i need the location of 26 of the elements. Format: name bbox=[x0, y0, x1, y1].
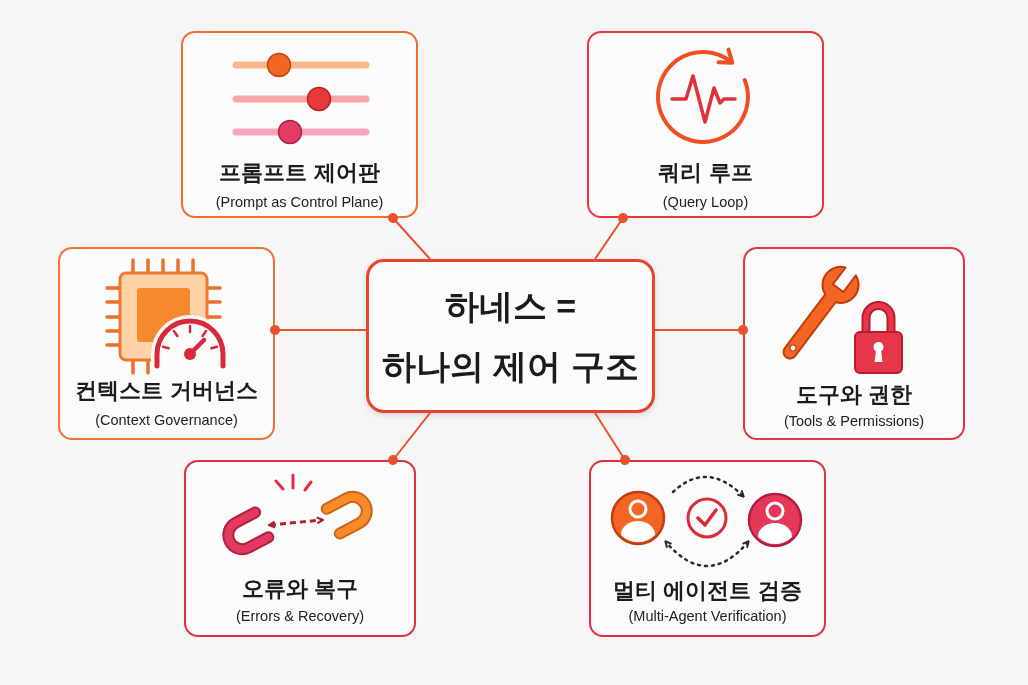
node-subtitle: (Tools & Permissions) bbox=[783, 413, 925, 431]
node-title: 오류와 복구 bbox=[241, 575, 359, 603]
connector-line bbox=[594, 412, 630, 465]
node-subtitle: (Query Loop) bbox=[662, 194, 749, 212]
connector-line bbox=[388, 412, 431, 465]
node-title: 멀티 에이전트 검증 bbox=[613, 577, 802, 605]
connector-line bbox=[270, 325, 367, 335]
node-subtitle: (Errors & Recovery) bbox=[235, 608, 365, 626]
node-title: 프롬프트 제어판 bbox=[219, 159, 380, 187]
topic-box bbox=[589, 460, 826, 637]
hub-box bbox=[366, 259, 655, 413]
topic-box bbox=[743, 247, 965, 440]
hub-title: 하네스 = 하나의 제어 구조 bbox=[382, 285, 639, 386]
connector-line bbox=[388, 213, 431, 260]
node-title: 쿼리 루프 bbox=[658, 159, 753, 187]
topic-box bbox=[58, 247, 275, 440]
node-title: 도구와 권한 bbox=[795, 381, 913, 409]
topic-box bbox=[587, 31, 824, 218]
topic-box bbox=[184, 460, 416, 637]
node-subtitle: (Multi-Agent Verification) bbox=[628, 608, 787, 626]
topic-box bbox=[181, 31, 418, 218]
connector-line bbox=[594, 213, 628, 260]
node-subtitle: (Context Governance) bbox=[95, 412, 238, 430]
node-title: 컨텍스트 거버넌스 bbox=[75, 377, 258, 405]
connector-line bbox=[654, 325, 748, 335]
node-subtitle: (Prompt as Control Plane) bbox=[215, 194, 384, 212]
